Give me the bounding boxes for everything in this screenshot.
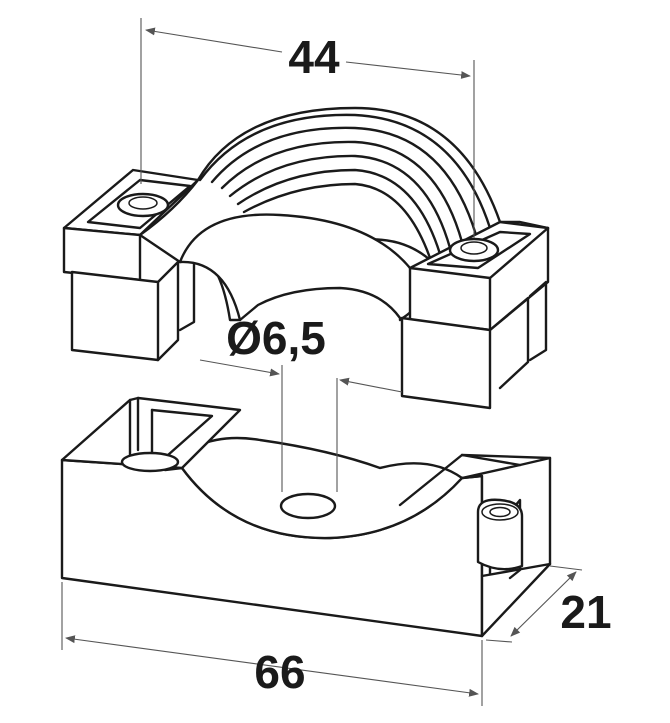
dimension-44-label: 44 [288,31,340,83]
dimension-21: 21 [485,565,612,643]
upper-right-screw-boss [448,237,500,263]
dimension-44: 44 [140,18,475,238]
dimension-hole-label: Ø6,5 [226,312,326,364]
upper-arch-opening [178,213,442,322]
lower-left-screw-boss [120,451,180,473]
lower-right-screw-boss [476,498,524,571]
dimension-66: 66 [61,582,483,706]
lower-clamp-half [60,396,552,638]
upper-left-leg [70,270,160,362]
center-hole [279,492,337,520]
dimension-hole: Ø6,5 [199,312,403,492]
upper-right-leg [400,316,492,410]
dimension-21-label: 21 [560,586,611,638]
upper-clamp-half [62,106,550,410]
dimension-66-label: 66 [254,646,305,698]
